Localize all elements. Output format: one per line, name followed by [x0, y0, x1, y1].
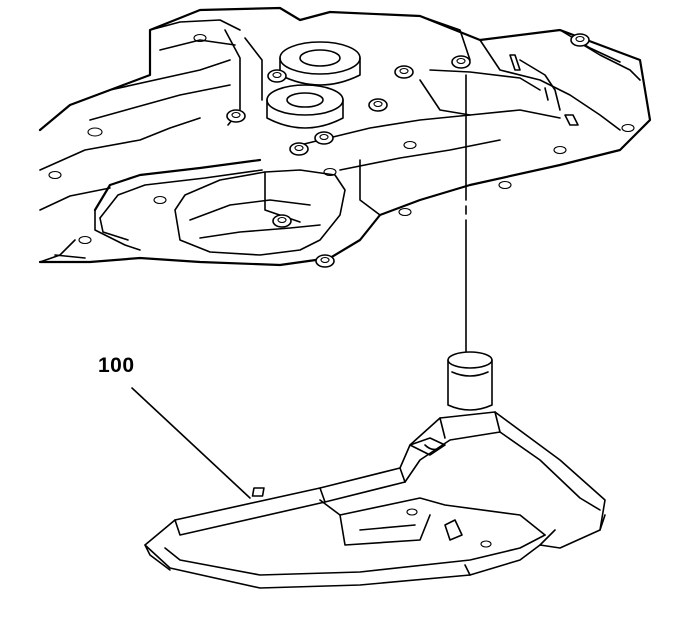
fluid-filter-assembly	[144, 351, 606, 589]
callout-leader-line	[131, 387, 251, 499]
transmission-case-underside	[38, 6, 652, 267]
callout-label-100: 100	[98, 354, 135, 377]
mounting-bolts	[226, 33, 590, 268]
